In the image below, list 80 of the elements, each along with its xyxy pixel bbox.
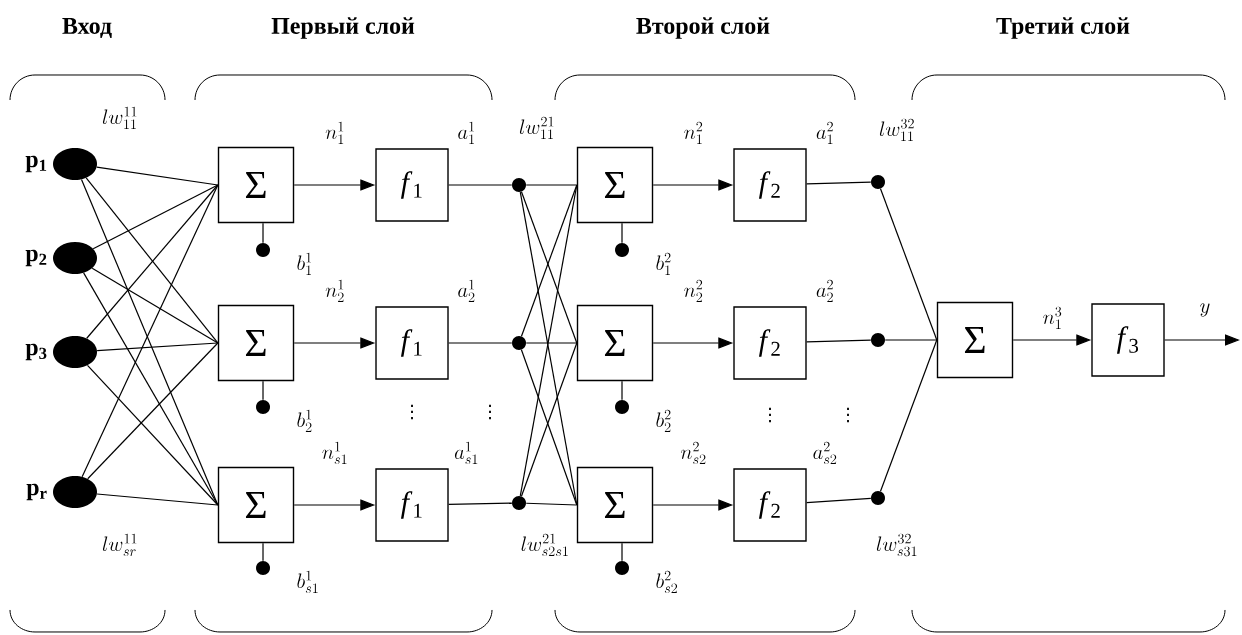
edge-label: $n_1^2$ xyxy=(682,121,705,145)
junction-dot xyxy=(871,175,885,189)
ellipsis: ⋮ xyxy=(769,407,771,423)
weight-label: $lw_{11}^{11}$ xyxy=(102,106,137,129)
edge-label: $n_{s2}^2$ xyxy=(679,441,708,465)
input-label: p$_{2}$ xyxy=(25,249,47,267)
summation-box: Σ xyxy=(576,466,654,544)
ellipsis: ⋮ xyxy=(489,404,491,420)
weight-label: $lw_{11}^{32}$ xyxy=(879,118,914,141)
input-label: p$_{3}$ xyxy=(25,343,47,361)
activation-box: f$_{1}$ xyxy=(375,148,449,222)
activation-box: f$_{2}$ xyxy=(733,468,807,542)
summation-box: Σ xyxy=(936,301,1014,379)
connection-line xyxy=(525,184,578,186)
edge-label: $y$ xyxy=(1198,302,1212,318)
activation-box: f$_{1}$ xyxy=(375,468,449,542)
edge-label: $a_{s1}^1$ xyxy=(453,441,480,465)
edge-label: $a_2^1$ xyxy=(456,279,477,303)
connection-line xyxy=(621,222,623,244)
connection-line xyxy=(96,493,219,506)
edge-label: $n_{s1}^1$ xyxy=(320,441,350,465)
summation-box: Σ xyxy=(217,304,295,382)
junction-dot xyxy=(512,496,526,510)
weight-label: $lw_{s2s1}^{21}$ xyxy=(521,533,568,557)
connection-line xyxy=(621,380,623,401)
edge-label: $a_1^2$ xyxy=(814,121,836,145)
ellipsis: ⋮ xyxy=(847,407,849,423)
connection-line xyxy=(448,342,513,344)
junction-dot xyxy=(512,336,526,350)
connection-line xyxy=(448,502,513,505)
connection-line xyxy=(91,267,219,344)
connection-line xyxy=(621,542,623,562)
weight-label: $lw_{s31}^{32}$ xyxy=(876,533,917,557)
edge-label: $n_2^1$ xyxy=(324,279,346,303)
bias-label: $b_2^1$ xyxy=(297,409,312,432)
bias-label: $b_2^2$ xyxy=(656,409,671,432)
connection-line xyxy=(884,339,938,341)
connection-line xyxy=(525,342,578,344)
junction-dot xyxy=(512,178,526,192)
connection-line xyxy=(96,166,219,186)
input-label: p$_{1}$ xyxy=(25,155,47,173)
activation-box: f$_{1}$ xyxy=(375,306,449,380)
connection-line xyxy=(879,339,938,492)
junction-dot xyxy=(871,333,885,347)
summation-box: Σ xyxy=(576,146,654,224)
connection-line xyxy=(262,542,264,562)
bias-label: $b_1^1$ xyxy=(297,252,311,275)
edge-label: $n_2^2$ xyxy=(682,279,705,303)
bias-label: $b_{s2}^2$ xyxy=(656,570,678,594)
activation-box: f$_{3}$ xyxy=(1091,303,1165,377)
connection-line xyxy=(448,184,513,186)
connection-line xyxy=(86,364,219,506)
bias-label: $b_1^2$ xyxy=(656,252,671,275)
summation-box: Σ xyxy=(217,466,295,544)
edge-label: $a_{s2}^2$ xyxy=(811,441,839,465)
weight-label: $lw_{sr}^{11}$ xyxy=(102,533,137,557)
connection-line xyxy=(262,222,264,244)
connection-line xyxy=(525,502,578,506)
edge-label: $n_1^1$ xyxy=(324,121,346,145)
summation-box: Σ xyxy=(217,146,295,224)
activation-box: f$_{2}$ xyxy=(733,306,807,380)
connection-line xyxy=(96,342,219,352)
ellipsis: ⋮ xyxy=(411,404,413,420)
connection-line xyxy=(806,339,872,343)
edge-label: $a_2^2$ xyxy=(814,279,836,303)
connection-line xyxy=(806,497,872,504)
connection-line xyxy=(879,188,938,341)
input-label: p$_{r}$ xyxy=(26,483,47,501)
summation-box: Σ xyxy=(576,304,654,382)
connection-line xyxy=(87,342,219,480)
connection-line xyxy=(92,184,219,250)
activation-box: f$_{2}$ xyxy=(733,148,807,222)
connection-line xyxy=(806,181,872,185)
edge-label: $a_1^1$ xyxy=(456,121,477,145)
edge-label: $n_1^3$ xyxy=(1041,306,1064,330)
connection-line xyxy=(83,272,219,506)
weight-label: $lw_{11}^{21}$ xyxy=(519,116,554,139)
bias-label: $b_{s1}^1$ xyxy=(297,570,318,594)
connection-line xyxy=(262,380,264,401)
junction-dot xyxy=(871,491,885,505)
